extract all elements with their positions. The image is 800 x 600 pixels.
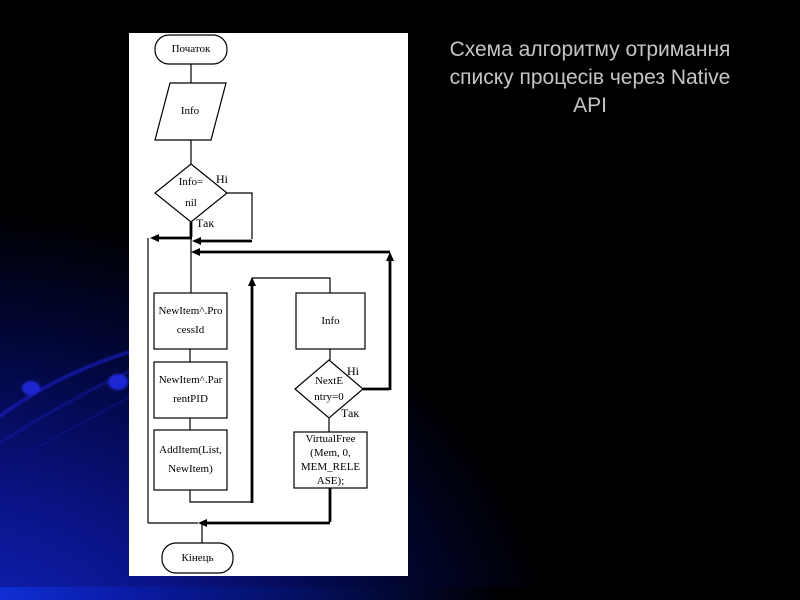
bottom-blue-strip bbox=[0, 587, 800, 600]
decision1-yes-label: Так bbox=[196, 216, 215, 230]
arrowhead-yes1 bbox=[150, 234, 159, 242]
connector-loop-to-infofetch bbox=[252, 277, 331, 293]
arrowhead-no2-up bbox=[386, 252, 394, 261]
end-node-label: Кінець bbox=[181, 551, 214, 564]
additem-node-label: AddItem(List, NewItem) bbox=[159, 444, 222, 475]
parentpid-node-label: NewItem^.Par rentPID bbox=[158, 374, 223, 405]
decision1-diamond-shape bbox=[154, 163, 228, 223]
virtualfree-node-label: VirtualFree (Mem, 0, MEM_RELE ASE); bbox=[300, 433, 361, 487]
additem-box-shape bbox=[153, 429, 228, 491]
swirl-curve bbox=[0, 344, 151, 418]
swirl-dot bbox=[22, 381, 40, 395]
infofetch-node-label: Info bbox=[321, 314, 340, 327]
decision2-no-label: Ні bbox=[347, 364, 359, 378]
input-parallelogram-shape bbox=[154, 82, 227, 141]
decision2-diamond-shape bbox=[294, 359, 364, 419]
decision2-node-label: NextE ntry=0 bbox=[314, 375, 344, 403]
start-terminator-shape bbox=[154, 34, 228, 65]
flowchart-drawing bbox=[147, 34, 394, 574]
decision2-yes-label: Так bbox=[341, 406, 360, 420]
flowchart-panel: Початок Info Info= nil Ні Так NewItem^.P… bbox=[129, 33, 408, 576]
decision1-node-label: Info= nil bbox=[178, 176, 204, 209]
start-node-label: Початок bbox=[171, 43, 211, 55]
connector-additem-loop-out bbox=[189, 490, 251, 503]
arrowhead-no1-return bbox=[192, 237, 201, 245]
infofetch-box-shape bbox=[295, 292, 366, 350]
arrowhead-to-end bbox=[198, 519, 207, 527]
parentpid-box-shape bbox=[153, 361, 228, 419]
arrowhead-loop-up bbox=[248, 277, 256, 286]
virtualfree-box-shape bbox=[293, 431, 368, 489]
input-node-label: Info bbox=[180, 105, 200, 117]
arrowhead-loop-top bbox=[191, 248, 200, 256]
connector-no1-branch bbox=[227, 192, 253, 239]
slide-title: Схема алгоритму отримання списку процесі… bbox=[449, 38, 731, 117]
decision1-no-label: Ні bbox=[216, 172, 228, 186]
end-terminator-shape bbox=[161, 542, 234, 574]
swirl-dot bbox=[108, 374, 128, 390]
processid-node-label: NewItem^.Pro cessId bbox=[158, 305, 223, 336]
processid-box-shape bbox=[153, 292, 228, 350]
